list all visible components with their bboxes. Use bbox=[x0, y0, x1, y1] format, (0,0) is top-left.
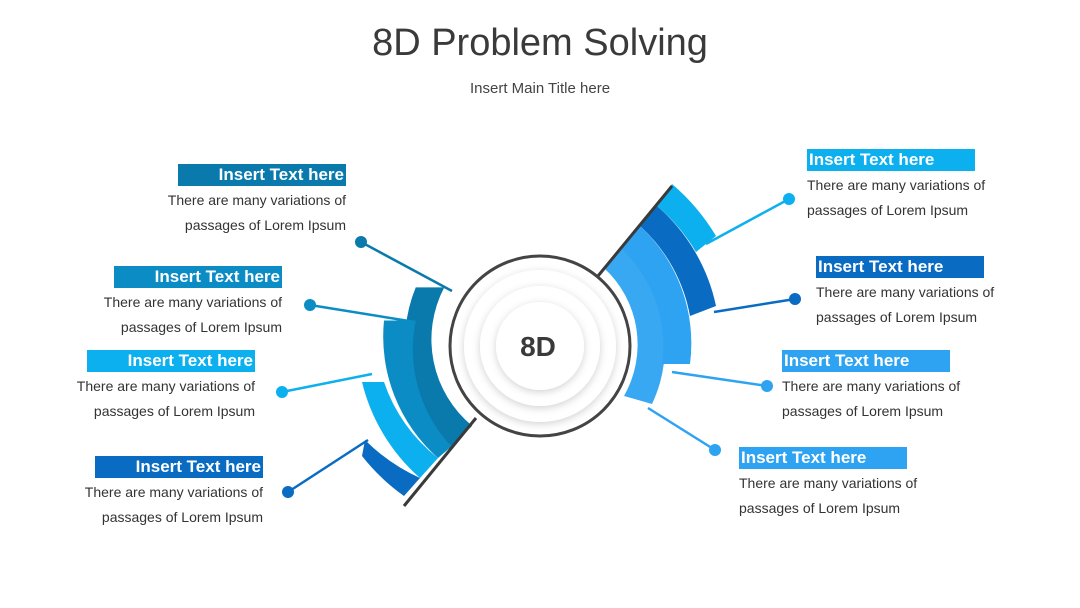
block-description: There are many variations of passages of… bbox=[816, 280, 1046, 330]
block-description: There are many variations of passages of… bbox=[782, 374, 1012, 424]
connector-line-right-1 bbox=[705, 197, 790, 246]
arc-segment-right-2 bbox=[640, 206, 716, 316]
block-description: There are many variations of passages of… bbox=[807, 173, 1037, 223]
description-line-2: passages of Lorem Ipsum bbox=[816, 309, 978, 325]
connector-line-left-2 bbox=[309, 303, 416, 324]
description-line-2: passages of Lorem Ipsum bbox=[184, 217, 346, 233]
description-line-2: passages of Lorem Ipsum bbox=[101, 509, 263, 525]
connector-line-right-4 bbox=[647, 406, 716, 452]
connector-dot-right-2 bbox=[789, 293, 801, 305]
description-line-2: passages of Lorem Ipsum bbox=[93, 403, 255, 419]
text-block-right-3: Insert Text here There are many variatio… bbox=[782, 350, 1012, 424]
connector-dot-left-4 bbox=[282, 486, 294, 498]
description-line-1: There are many variations of bbox=[84, 484, 263, 500]
connector-dot-left-3 bbox=[276, 386, 288, 398]
block-description: There are many variations of passages of… bbox=[116, 188, 346, 238]
block-heading: Insert Text here bbox=[87, 350, 255, 372]
block-description: There are many variations of passages of… bbox=[739, 471, 969, 521]
connector-dot-left-2 bbox=[304, 299, 316, 311]
page-subtitle: Insert Main Title here bbox=[469, 80, 611, 97]
block-description: There are many variations of passages of… bbox=[33, 480, 263, 530]
block-heading: Insert Text here bbox=[782, 350, 950, 372]
connector-dot-right-1 bbox=[783, 193, 795, 205]
connector-line-left-3 bbox=[281, 372, 373, 394]
block-heading: Insert Text here bbox=[178, 164, 346, 186]
block-heading: Insert Text here bbox=[114, 266, 282, 288]
arc-segment-left-2 bbox=[383, 320, 452, 458]
left-divider-line bbox=[402, 417, 478, 507]
center-label: 8D bbox=[520, 331, 556, 362]
right-divider-line bbox=[596, 185, 674, 277]
description-line-2: passages of Lorem Ipsum bbox=[782, 403, 944, 419]
connector-line-right-2 bbox=[713, 297, 796, 314]
text-block-right-4: Insert Text here There are many variatio… bbox=[739, 447, 969, 521]
description-line-1: There are many variations of bbox=[807, 177, 986, 193]
connector-dot-right-3 bbox=[761, 380, 773, 392]
block-heading: Insert Text here bbox=[807, 149, 975, 171]
connector-dot-left-1 bbox=[355, 236, 367, 248]
center-ring-4 bbox=[496, 302, 584, 390]
arc-segment-right-3 bbox=[620, 226, 692, 364]
arc-segment-right-1 bbox=[657, 184, 716, 252]
connector-line-left-1 bbox=[360, 240, 453, 293]
connector-dot-right-4 bbox=[709, 444, 721, 456]
arc-segment-left-3 bbox=[362, 382, 438, 478]
text-block-left-1: Insert Text here There are many variatio… bbox=[116, 164, 346, 238]
connector-line-left-4 bbox=[287, 438, 369, 494]
block-description: There are many variations of passages of… bbox=[25, 374, 255, 424]
left-arc-group bbox=[362, 287, 478, 507]
text-block-right-1: Insert Text here There are many variatio… bbox=[807, 149, 1037, 223]
block-heading: Insert Text here bbox=[95, 456, 263, 478]
block-heading: Insert Text here bbox=[739, 447, 907, 469]
arc-segment-left-4 bbox=[362, 440, 420, 496]
arc-segment-right-4 bbox=[604, 248, 665, 404]
block-description: There are many variations of passages of… bbox=[52, 290, 282, 340]
text-block-left-2: Insert Text here There are many variatio… bbox=[52, 266, 282, 340]
description-line-2: passages of Lorem Ipsum bbox=[739, 500, 901, 516]
connectors bbox=[276, 193, 801, 498]
description-line-1: There are many variations of bbox=[782, 378, 961, 394]
description-line-1: There are many variations of bbox=[739, 475, 918, 491]
description-line-1: There are many variations of bbox=[167, 192, 346, 208]
description-line-2: passages of Lorem Ipsum bbox=[120, 319, 282, 335]
center-circle-group bbox=[448, 254, 632, 438]
page-title: 8D Problem Solving bbox=[372, 22, 708, 64]
right-arc-group bbox=[596, 184, 716, 404]
text-block-right-2: Insert Text here There are many variatio… bbox=[816, 256, 1046, 330]
description-line-1: There are many variations of bbox=[76, 378, 255, 394]
description-line-1: There are many variations of bbox=[103, 294, 282, 310]
text-block-left-4: Insert Text here There are many variatio… bbox=[33, 456, 263, 530]
text-block-left-3: Insert Text here There are many variatio… bbox=[25, 350, 255, 424]
description-line-1: There are many variations of bbox=[816, 284, 995, 300]
connector-line-right-3 bbox=[671, 370, 768, 388]
description-line-2: passages of Lorem Ipsum bbox=[807, 202, 969, 218]
block-heading: Insert Text here bbox=[816, 256, 984, 278]
